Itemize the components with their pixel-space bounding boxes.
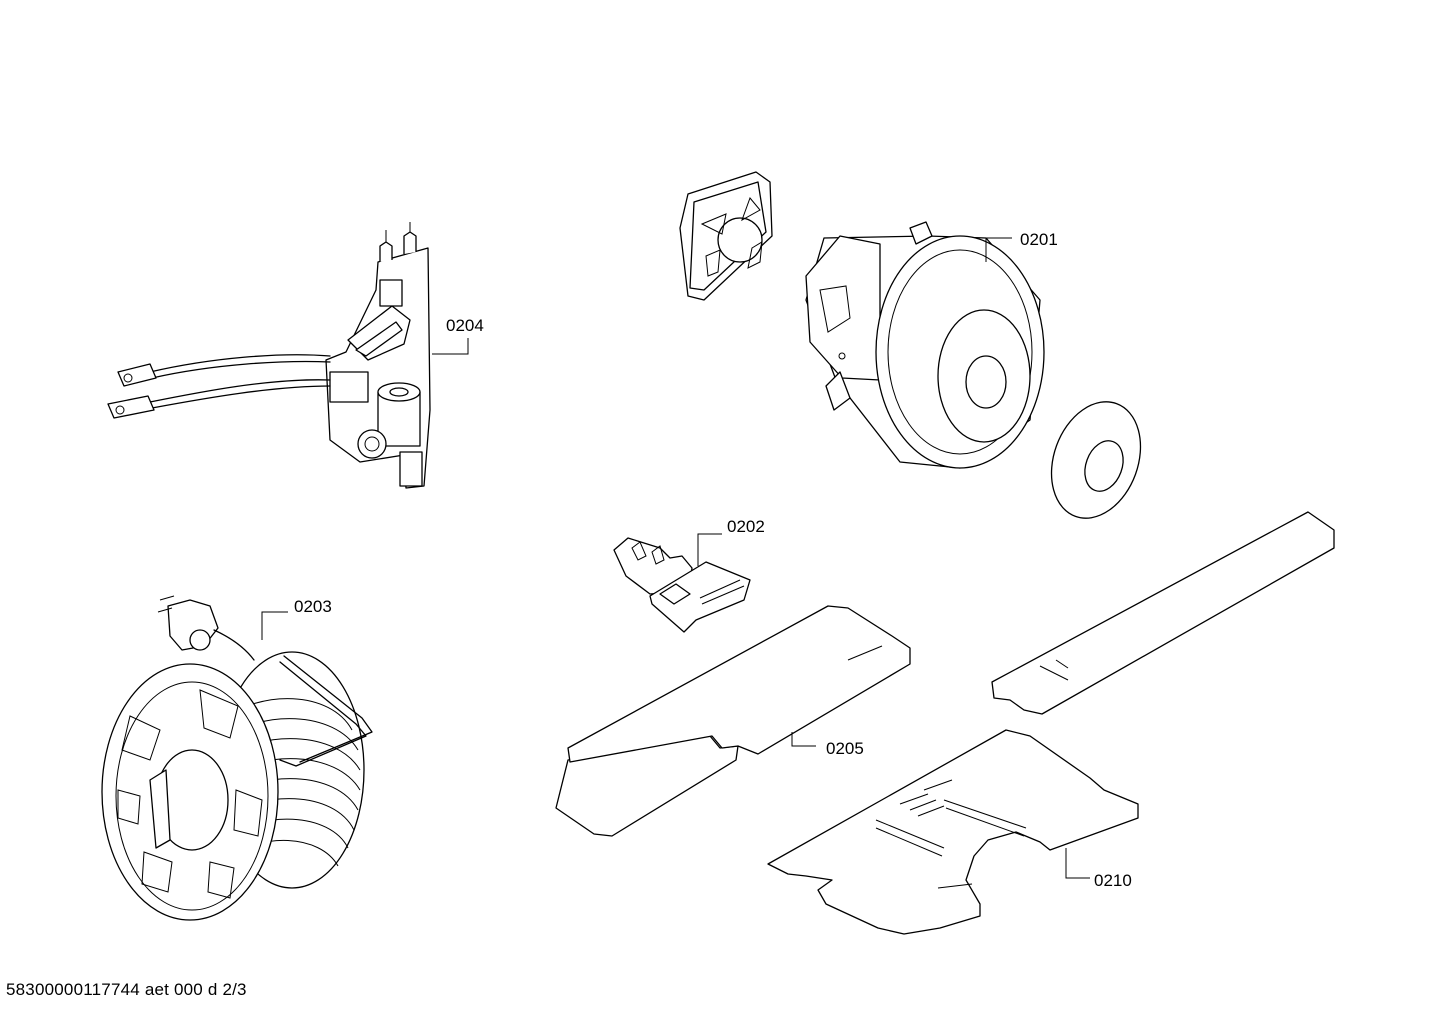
part-0205-foam-strips[interactable]: 0205: [555, 511, 1335, 837]
label-0202: 0202: [727, 517, 765, 536]
part-0203-cable-reel[interactable]: 0203: [101, 595, 373, 921]
label-0204: 0204: [446, 316, 484, 335]
part-0204-electronic-module[interactable]: 0204: [107, 222, 484, 489]
label-0205: 0205: [826, 739, 864, 758]
part-0210-foam-mat[interactable]: 0210: [767, 729, 1139, 935]
part-0201-motor[interactable]: 0201: [679, 171, 1156, 531]
document-footer-code: 58300000117744 aet 000 d 2/3: [6, 980, 247, 999]
label-0203: 0203: [294, 597, 332, 616]
label-0210: 0210: [1094, 871, 1132, 890]
label-0201: 0201: [1020, 230, 1058, 249]
part-0202-clip[interactable]: 0202: [613, 517, 765, 633]
